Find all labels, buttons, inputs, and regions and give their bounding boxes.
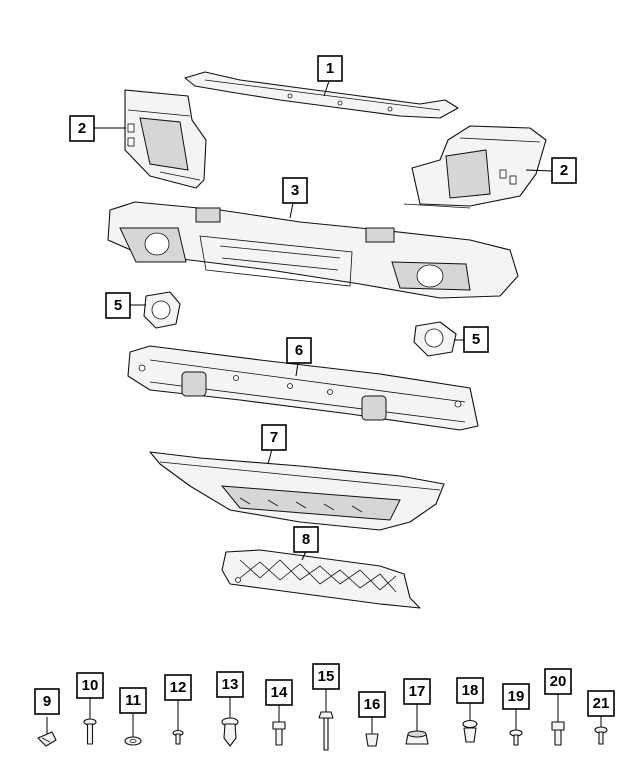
callout-13: 13 [216, 671, 244, 698]
fastener-17 [405, 730, 429, 745]
fastener-18 [462, 719, 478, 743]
fastener-21 [594, 726, 608, 745]
fastener-20 [551, 721, 565, 746]
callout-5-left: 5 [105, 292, 131, 319]
callout-label: 19 [508, 688, 525, 705]
callout-label: 5 [114, 297, 122, 314]
callout-2-left: 2 [69, 115, 95, 142]
callout-label: 12 [170, 679, 187, 696]
callout-label: 18 [462, 682, 479, 699]
part-2-left-bracket [124, 89, 207, 189]
callout-9: 9 [34, 688, 60, 715]
callout-11: 11 [119, 687, 147, 714]
callout-1: 1 [317, 55, 343, 82]
callout-15: 15 [312, 663, 340, 690]
part-5-left-bezel [143, 291, 181, 329]
fastener-13 [221, 717, 239, 747]
part-3-front-bumper [107, 201, 519, 299]
callout-label: 10 [82, 677, 99, 694]
callout-20: 20 [544, 668, 572, 695]
callout-12: 12 [164, 674, 192, 701]
callout-label: 14 [271, 684, 288, 701]
fastener-16 [365, 733, 379, 747]
callout-label: 13 [222, 676, 239, 693]
callout-label: 11 [125, 692, 141, 709]
callout-label: 5 [472, 331, 480, 348]
callout-2-right: 2 [551, 157, 577, 184]
fastener-11 [124, 736, 142, 746]
fastener-12 [172, 729, 184, 745]
callout-label: 8 [302, 531, 310, 548]
part-6-bumper-beam [127, 345, 479, 431]
leader-lines [46, 80, 602, 737]
callout-17: 17 [403, 678, 431, 705]
fastener-15 [318, 711, 334, 751]
fastener-10 [83, 718, 97, 745]
callout-label: 2 [560, 162, 568, 179]
callout-label: 21 [593, 695, 610, 712]
callout-19: 19 [502, 683, 530, 710]
callout-14: 14 [265, 679, 293, 706]
fastener-14 [272, 721, 286, 746]
callout-3: 3 [282, 177, 308, 204]
callout-label: 1 [326, 60, 334, 77]
callout-5-right: 5 [463, 326, 489, 353]
callout-7: 7 [261, 424, 287, 451]
part-8-lower-guard [221, 549, 421, 609]
callout-8: 8 [293, 526, 319, 553]
callout-label: 2 [78, 120, 86, 137]
fastener-19 [509, 729, 523, 746]
callout-16: 16 [358, 691, 386, 718]
part-7-skid-plate [149, 451, 445, 531]
callout-18: 18 [456, 677, 484, 704]
callout-label: 3 [291, 182, 299, 199]
part-5-right-bezel [413, 321, 457, 357]
fastener-9 [37, 731, 57, 747]
part-2-right-bracket [403, 125, 547, 209]
part-1-upper-bar [184, 71, 459, 119]
callout-label: 17 [409, 683, 426, 700]
callout-label: 7 [270, 429, 278, 446]
callout-label: 20 [550, 673, 567, 690]
callout-10: 10 [76, 672, 104, 699]
callout-6: 6 [286, 337, 312, 364]
callout-label: 6 [295, 342, 303, 359]
callout-label: 9 [43, 693, 51, 710]
callout-21: 21 [587, 690, 615, 717]
callout-label: 15 [318, 668, 335, 685]
callout-label: 16 [364, 696, 381, 713]
